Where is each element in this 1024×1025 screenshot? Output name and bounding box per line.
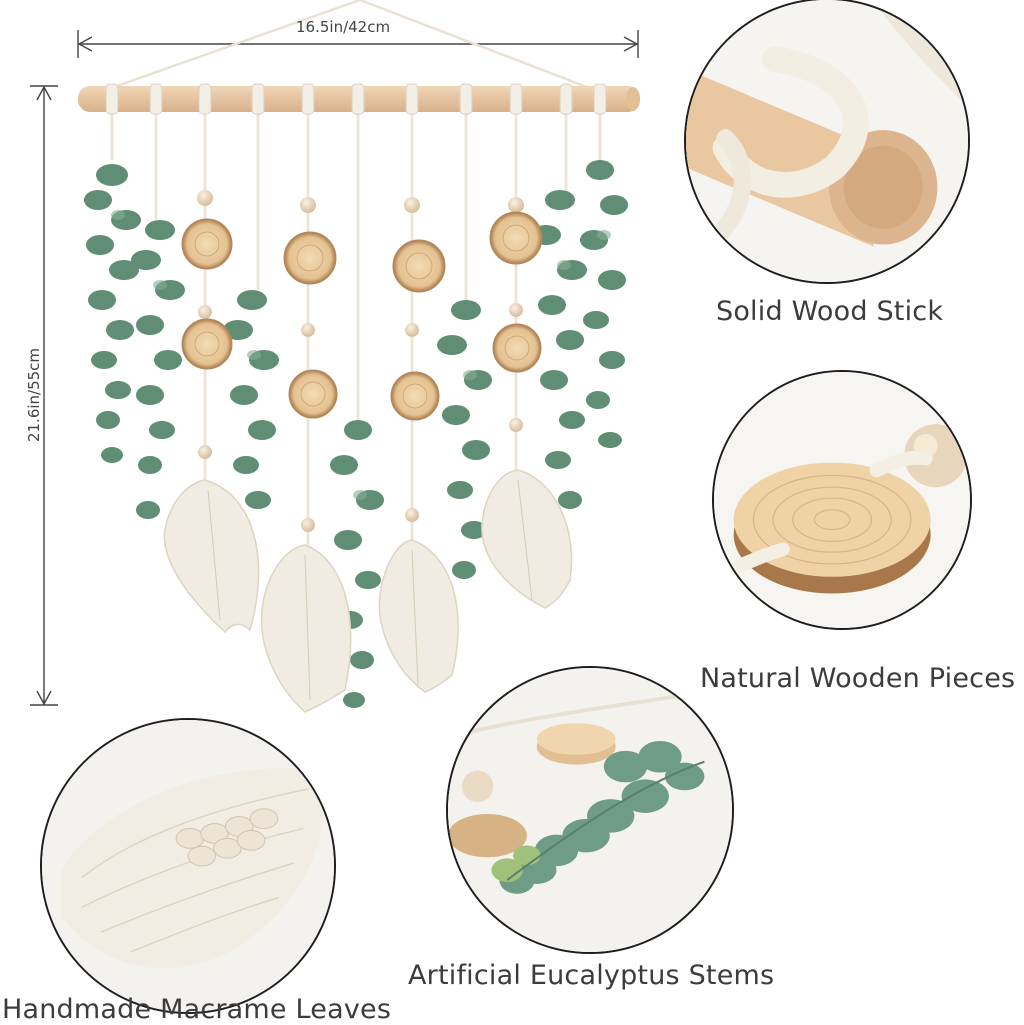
wood-stick-closeup-image bbox=[686, 0, 968, 282]
width-dimension-line bbox=[77, 30, 639, 58]
wall-hanging-illustration bbox=[30, 0, 640, 713]
eucalyptus-stems bbox=[84, 160, 628, 708]
wood-slices bbox=[181, 211, 543, 421]
macrame-leaves-label: Handmade Macrame Leaves bbox=[2, 994, 392, 1025]
height-label: 21.6in/55cm bbox=[25, 347, 43, 443]
width-label: 16.5in/42cm bbox=[296, 18, 391, 36]
wooden-pieces-closeup-image bbox=[714, 372, 970, 628]
rope-knots bbox=[105, 83, 607, 115]
height-dimension-line bbox=[30, 85, 58, 706]
wood-stick-label: Solid Wood Stick bbox=[716, 296, 944, 327]
wooden-beads bbox=[197, 190, 524, 532]
macrame-leaves-closeup-image bbox=[42, 720, 334, 1012]
macrame-leaves-closeup bbox=[40, 718, 336, 1014]
eucalyptus-closeup-image bbox=[448, 668, 732, 952]
wood-stick-closeup bbox=[684, 0, 970, 284]
hanging-cord bbox=[99, 0, 601, 94]
wooden-pieces-closeup bbox=[712, 370, 972, 630]
wooden-pieces-label: Natural Wooden Pieces bbox=[700, 663, 1016, 694]
macrame-leaves bbox=[163, 469, 573, 713]
eucalyptus-label: Artificial Eucalyptus Stems bbox=[408, 960, 775, 991]
eucalyptus-closeup bbox=[446, 666, 734, 954]
